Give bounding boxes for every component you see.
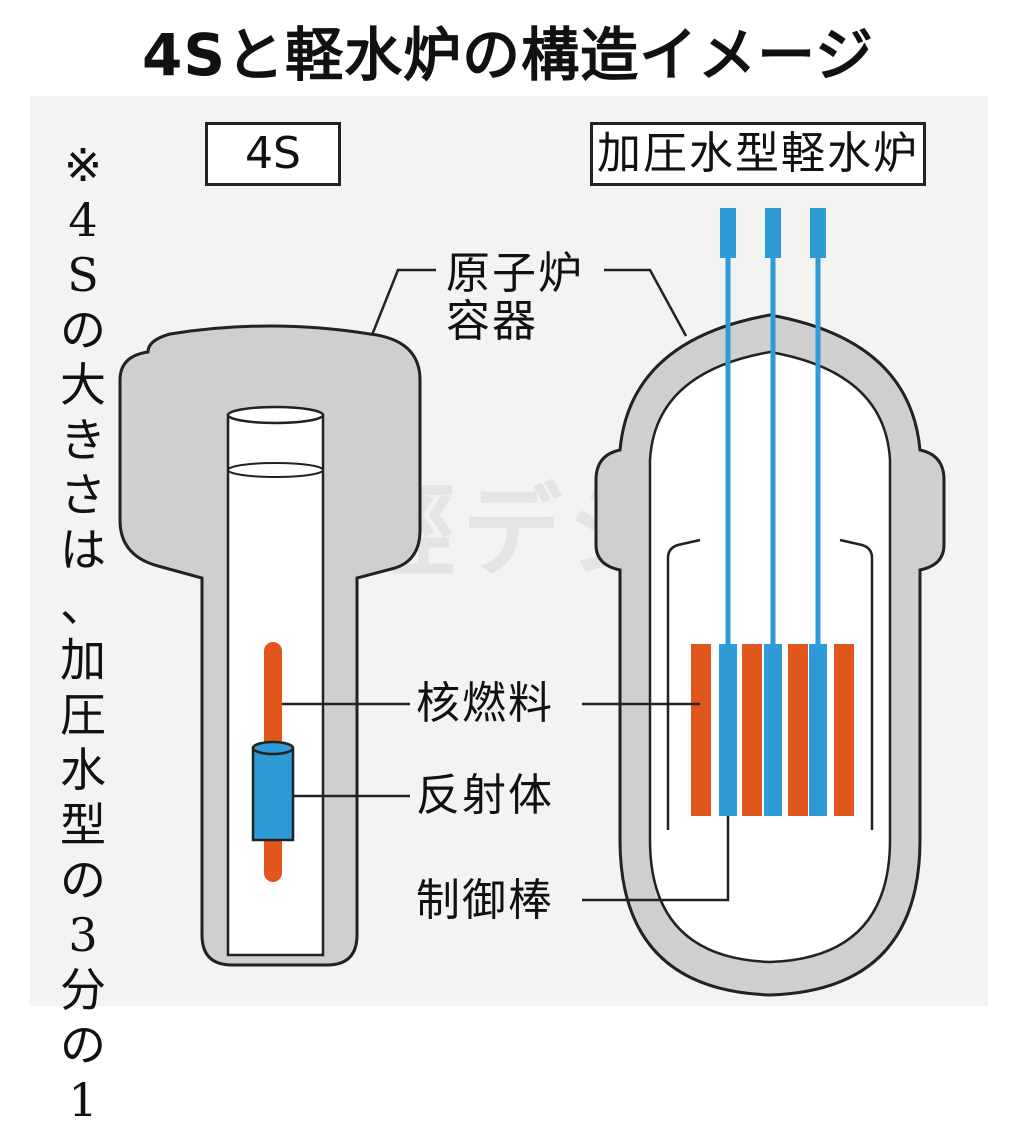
- diagram-title: 4Sと軽水炉の構造イメージ: [142, 21, 874, 89]
- label-control-rod: 制御棒: [416, 875, 554, 926]
- note-char: 1: [68, 1073, 98, 1127]
- leader-control-rod: [582, 816, 730, 902]
- note-char: の: [60, 853, 106, 907]
- reactor-diagram-svg: [118, 208, 946, 997]
- note-char: ※: [63, 138, 103, 192]
- note-char: 、: [60, 578, 106, 632]
- label-reflector: 反射体: [416, 770, 554, 821]
- note-char: 圧: [60, 688, 106, 742]
- 4s-reflector-top: [251, 740, 295, 756]
- note-char: の: [60, 303, 106, 357]
- 4s-tube-top: [226, 405, 325, 425]
- note-char: き: [60, 413, 106, 467]
- label-box-4s: 4S: [205, 122, 341, 186]
- note-char: 3: [68, 908, 98, 962]
- pwr-baffle-right: [839, 538, 874, 830]
- pwr-control-rod: [719, 644, 737, 816]
- 4s-reflector: [251, 746, 295, 842]
- note-char: 水: [60, 743, 106, 797]
- pwr-control-rod-head: [765, 208, 781, 258]
- pwr-fuel-rod: [691, 644, 711, 816]
- leader-vessel-left: [370, 268, 436, 336]
- pwr-fuel-rod: [788, 644, 808, 816]
- note-char: 型: [60, 798, 106, 852]
- pwr-control-rod: [809, 644, 827, 816]
- leader-vessel-right: [604, 268, 688, 337]
- note-char: 加: [60, 633, 106, 687]
- label-reactor-vessel: 原子炉容器: [446, 248, 584, 347]
- pwr-baffle-left: [666, 538, 701, 830]
- note-char: は: [60, 523, 106, 577]
- note-char: の: [60, 1018, 106, 1072]
- label-nuclear-fuel: 核燃料: [416, 678, 554, 729]
- note-char: S: [67, 248, 99, 302]
- label-box-pwr: 加圧水型軽水炉: [590, 122, 926, 186]
- 4s-coolant-level: [227, 462, 324, 478]
- note-char: さ: [60, 468, 106, 522]
- pwr-fuel-rod: [742, 644, 762, 816]
- pwr-control-rod-head: [810, 208, 826, 258]
- note-char: 4: [68, 193, 98, 247]
- note-char: 分: [60, 963, 106, 1017]
- pwr-control-rod: [764, 644, 782, 816]
- pwr-control-rod-head: [720, 208, 736, 258]
- note-char: 大: [60, 358, 106, 412]
- pwr-fuel-rod: [834, 644, 854, 816]
